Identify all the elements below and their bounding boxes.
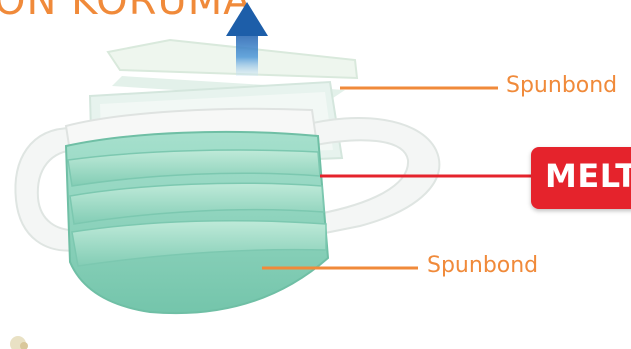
- melt-badge-label: MELT: [545, 157, 631, 195]
- mask-pleats: [68, 150, 326, 266]
- corner-decoration: [10, 336, 28, 349]
- top-layer-label: Spunbond: [506, 73, 617, 98]
- melt-badge: MELT: [531, 147, 631, 209]
- bottom-layer-label: Spunbond: [427, 253, 538, 278]
